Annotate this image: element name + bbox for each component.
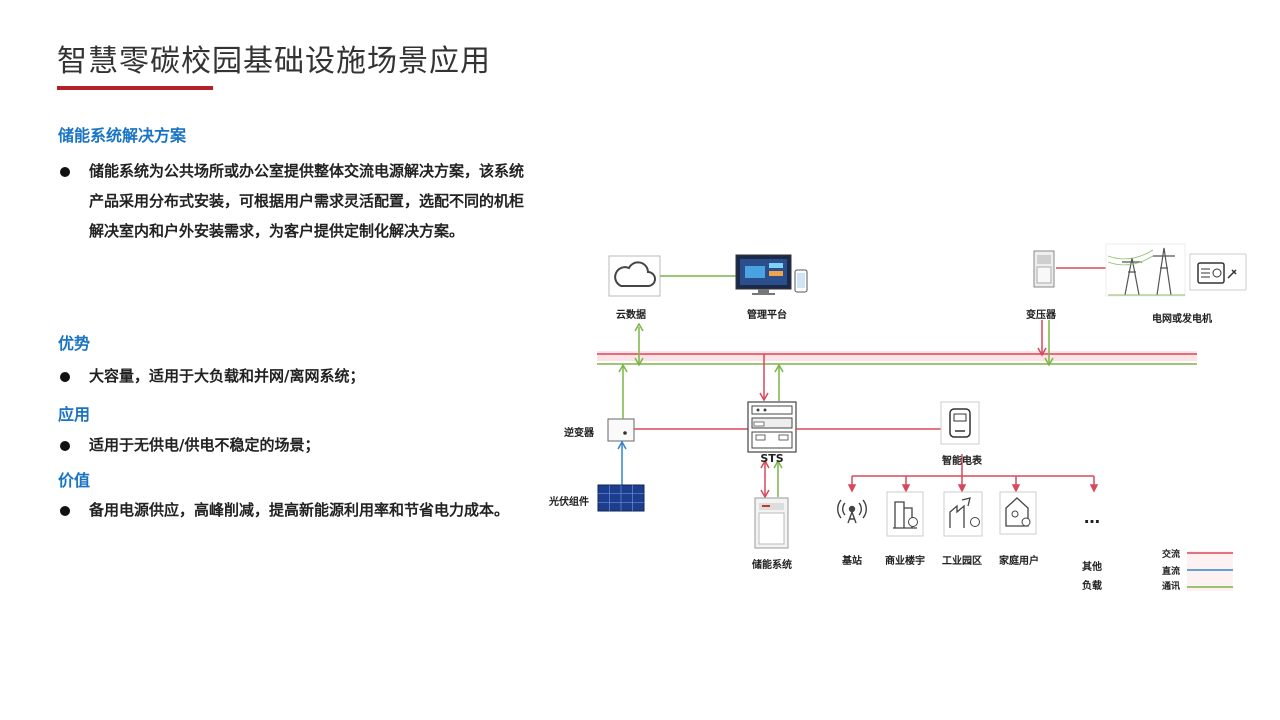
phone-icon: [794, 269, 808, 293]
legend-ac-label: 交流: [1162, 550, 1181, 560]
more-loads-icon: …: [1084, 508, 1100, 527]
solution-heading: 储能系统解决方案: [58, 126, 187, 145]
bullet-dot: [60, 167, 70, 177]
label-load-commercial: 商业楼宇: [885, 556, 925, 567]
industrial-park-icon: [943, 491, 983, 537]
advantage-bullet: 大容量，适用于大负载和并网/离网系统；: [58, 361, 528, 391]
label-grid: 电网或发电机: [1152, 314, 1212, 325]
solar-panel-icon: [597, 484, 645, 512]
label-load-industrial: 工业园区: [942, 556, 982, 567]
commercial-building-icon: [886, 491, 924, 537]
cloud-icon: [608, 255, 661, 297]
storage-cabinet-icon: [754, 497, 789, 549]
ac-bus-band: [597, 351, 1197, 361]
label-load-home: 家庭用户: [999, 556, 1039, 567]
value-text: 备用电源供应，高峰削减，提高新能源利用率和节省电力成本。: [89, 501, 510, 519]
legend-dc-label: 直流: [1162, 567, 1181, 577]
label-sts: STS: [760, 452, 784, 465]
power-tower-icon: [1105, 243, 1186, 297]
label-storage: 储能系统: [752, 560, 792, 571]
application-heading: 应用: [58, 405, 91, 424]
advantage-heading: 优势: [58, 334, 91, 353]
application-bullet: 适用于无供电/供电不稳定的场景；: [58, 430, 528, 460]
label-pv: 光伏组件: [549, 497, 589, 508]
solution-text: 储能系统为公共场所或办公室提供整体交流电源解决方案，该系统产品采用分布式安装，可…: [89, 162, 525, 240]
label-platform: 管理平台: [747, 310, 787, 321]
transformer-cabinet-icon: [1033, 250, 1055, 288]
bullet-dot: [60, 506, 70, 516]
home-icon: [999, 491, 1037, 535]
label-other-load-2: 负载: [1082, 581, 1102, 592]
monitor-icon: [735, 254, 792, 295]
smart-meter-icon: [940, 401, 980, 445]
base-station-icon: [837, 499, 867, 524]
value-heading: 价值: [58, 471, 91, 490]
application-text: 适用于无供电/供电不稳定的场景；: [89, 436, 320, 454]
sts-cabinet-icon: [747, 401, 797, 453]
generator-icon: [1189, 253, 1247, 291]
label-other-load-1: 其他: [1082, 562, 1102, 573]
label-load-base-station: 基站: [842, 556, 862, 567]
bullet-dot: [60, 441, 70, 451]
value-bullet: 备用电源供应，高峰削减，提高新能源利用率和节省电力成本。: [58, 495, 528, 525]
label-cloud: 云数据: [616, 310, 646, 321]
label-inverter: 逆变器: [564, 428, 594, 439]
label-meter: 智能电表: [942, 456, 982, 467]
legend-band: [1187, 551, 1233, 591]
inverter-icon: [607, 418, 635, 442]
label-transformer: 变压器: [1026, 310, 1056, 321]
solution-bullet: 储能系统为公共场所或办公室提供整体交流电源解决方案，该系统产品采用分布式安装，可…: [58, 156, 528, 246]
page-title: 智慧零碳校园基础设施场景应用: [57, 44, 491, 79]
bullet-dot: [60, 372, 70, 382]
title-underline: [57, 86, 213, 90]
legend-comm-label: 通讯: [1162, 582, 1181, 592]
advantage-text: 大容量，适用于大负载和并网/离网系统；: [89, 367, 365, 385]
